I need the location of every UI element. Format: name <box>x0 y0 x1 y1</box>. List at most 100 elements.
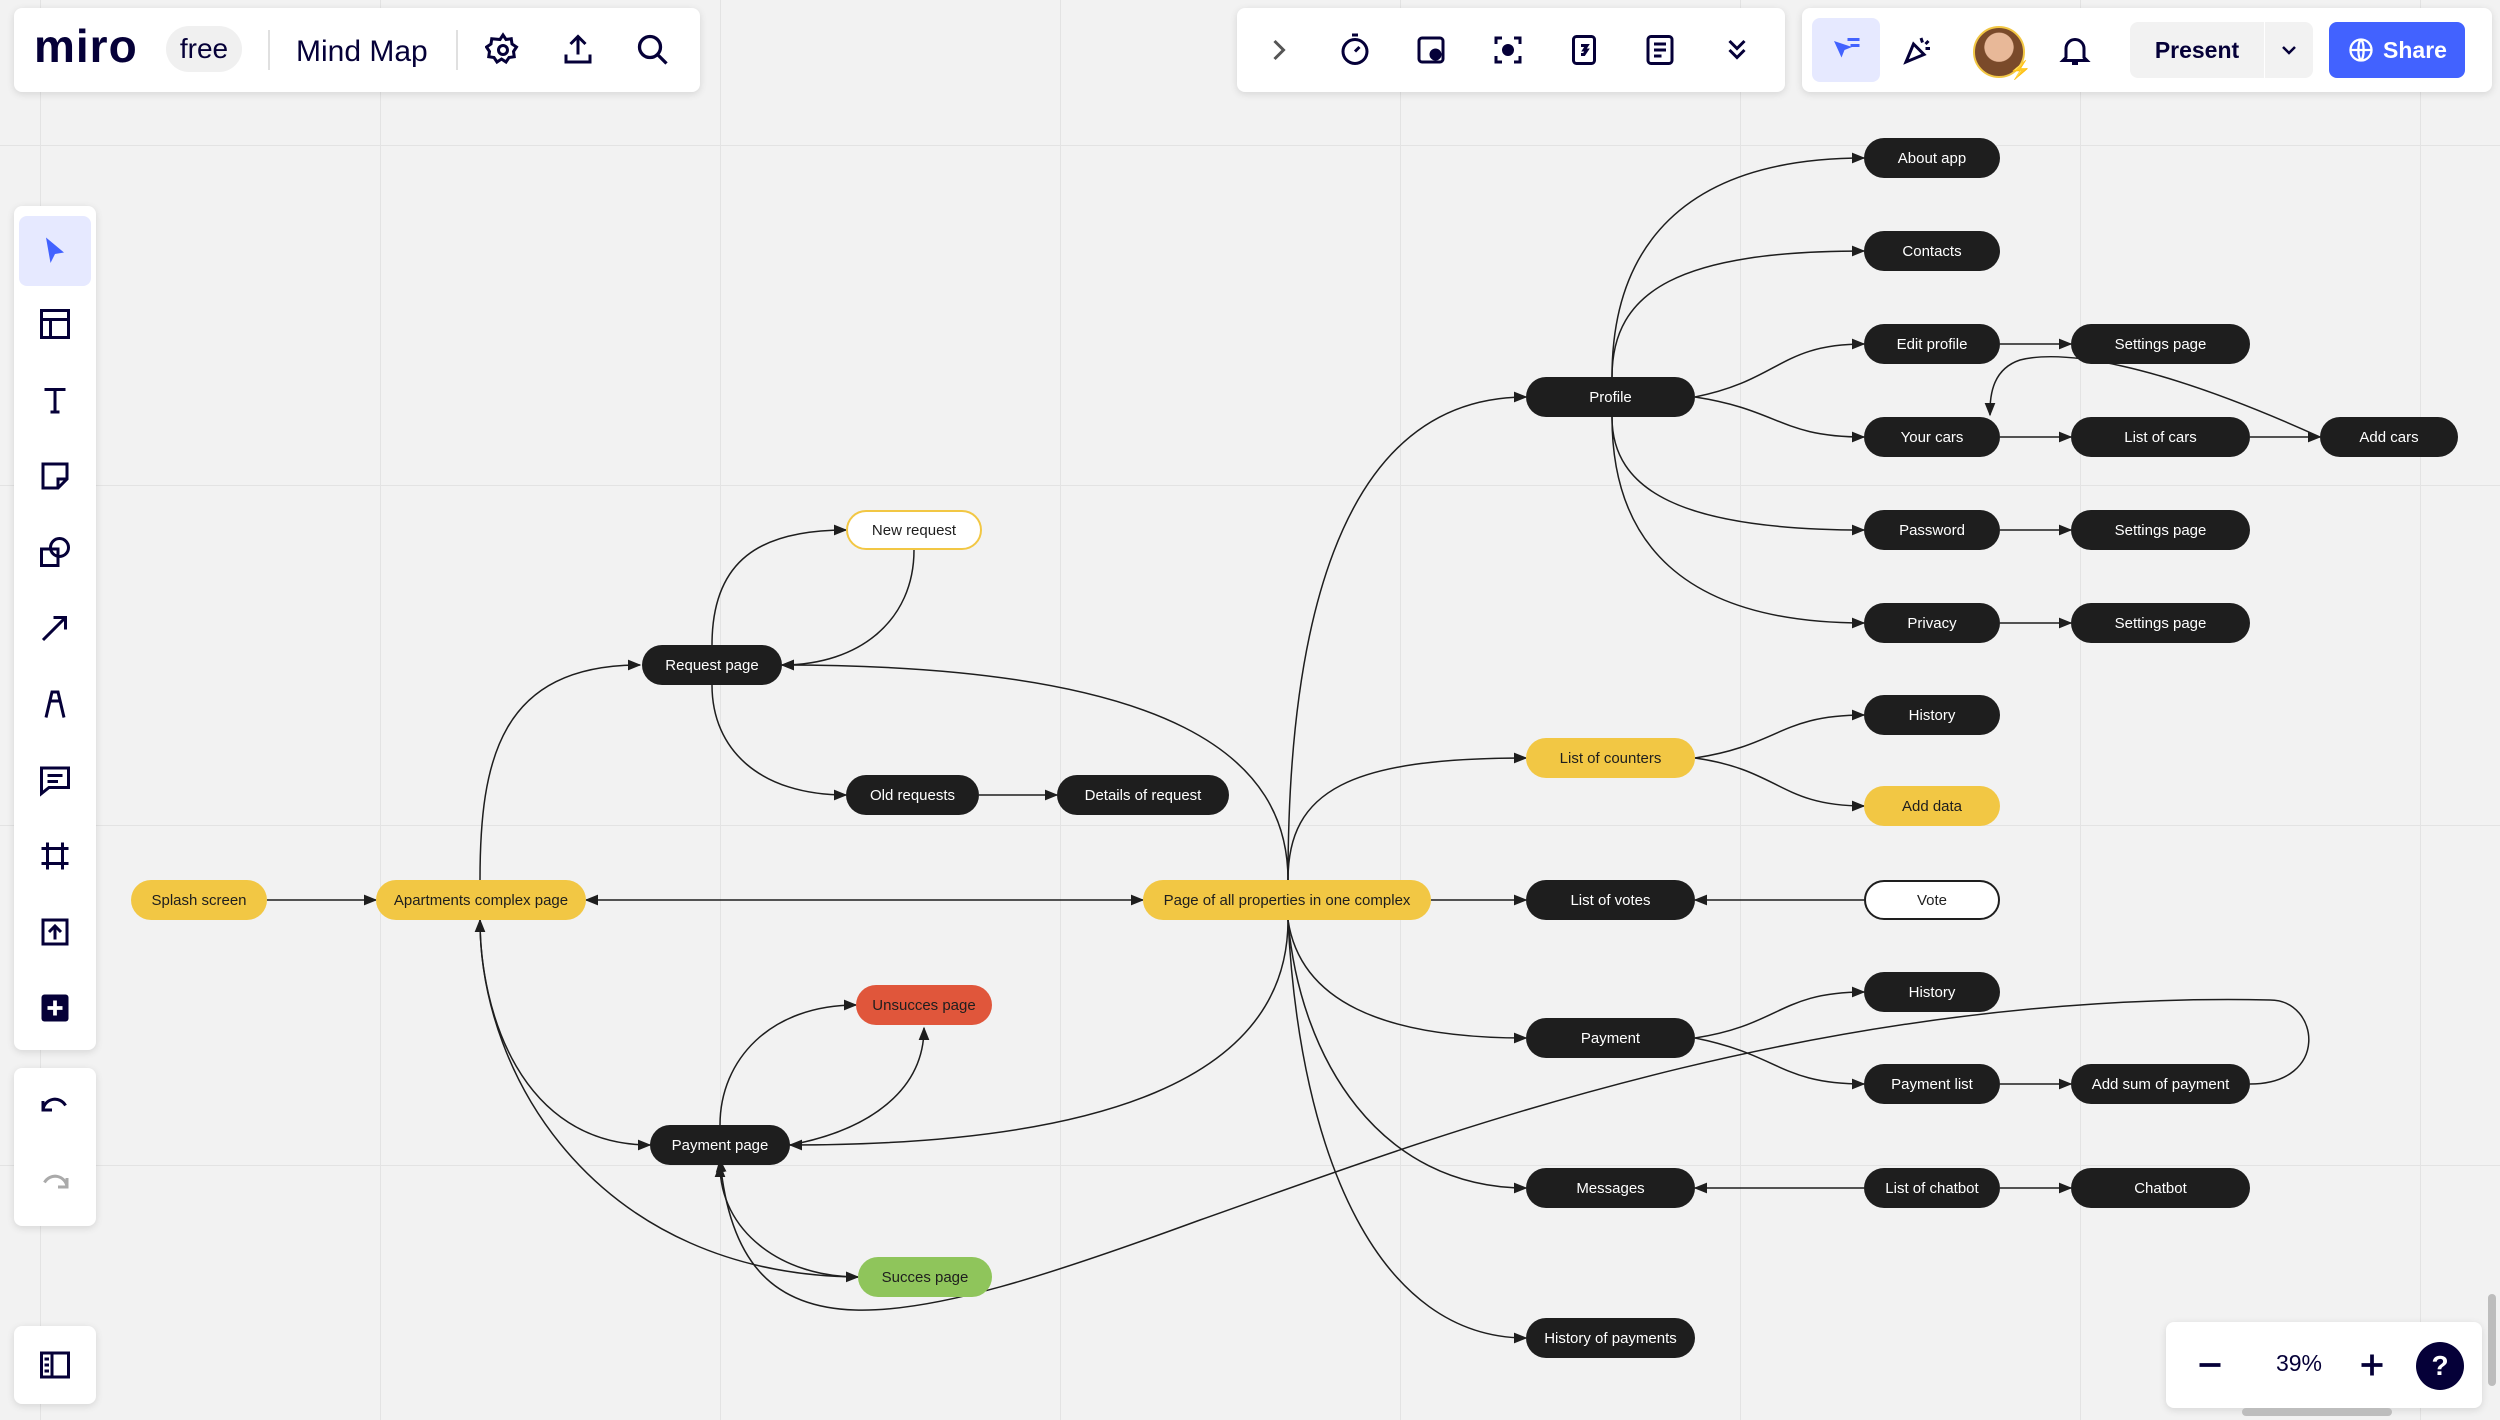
sticky-note-tool[interactable] <box>27 448 83 504</box>
avatar[interactable] <box>1973 26 2025 78</box>
node-add-cars[interactable]: Add cars <box>2320 417 2458 457</box>
sidebar-button[interactable] <box>27 1337 83 1393</box>
top-right-panel: ⚡ Present Share <box>1802 8 2492 92</box>
edge <box>1611 245 1866 378</box>
miro-logo[interactable]: miro <box>34 20 138 72</box>
node-payment-list[interactable]: Payment list <box>1864 1064 2000 1104</box>
edge <box>1984 356 2321 438</box>
node-history-2[interactable]: History <box>1864 972 2000 1012</box>
frame-icon <box>41 842 69 870</box>
node-apartments-complex[interactable]: Apartments complex page <box>376 880 586 920</box>
node-password[interactable]: Password <box>1864 510 2000 550</box>
chevron-down-icon <box>2282 46 2296 55</box>
sticky-note-icon <box>41 462 69 490</box>
edge <box>715 998 2310 1311</box>
timer-button[interactable] <box>1327 22 1383 78</box>
text-tool[interactable] <box>27 372 83 428</box>
node-profile[interactable]: Profile <box>1526 377 1695 417</box>
node-settings-page-2[interactable]: Settings page <box>2071 510 2250 550</box>
frame-tool[interactable] <box>27 828 83 884</box>
node-history-1[interactable]: History <box>1864 695 2000 735</box>
edge <box>1611 416 1866 629</box>
celebrate-button[interactable] <box>1890 22 1946 78</box>
more-tools-button[interactable] <box>1709 22 1765 78</box>
node-payment-page[interactable]: Payment page <box>650 1125 790 1165</box>
node-new-request[interactable]: New request <box>846 510 982 550</box>
node-request-page[interactable]: Request page <box>642 645 782 685</box>
undo-icon <box>41 1097 67 1112</box>
node-unsucces-page[interactable]: Unsucces page <box>856 985 992 1025</box>
focus-button[interactable] <box>1480 22 1536 78</box>
present-label: Present <box>2154 36 2240 63</box>
node-list-of-counters[interactable]: List of counters <box>1526 738 1695 778</box>
node-old-requests[interactable]: Old requests <box>846 775 979 815</box>
board-panel-toggle[interactable] <box>14 1326 96 1404</box>
notes-button[interactable] <box>1632 22 1688 78</box>
edge <box>479 919 860 1283</box>
shapes-icon <box>40 537 70 567</box>
node-contacts[interactable]: Contacts <box>1864 231 2000 271</box>
templates-tool[interactable] <box>27 296 83 352</box>
node-payment[interactable]: Payment <box>1526 1018 1695 1058</box>
node-about-app[interactable]: About app <box>1864 138 2000 178</box>
undo-button[interactable] <box>27 1082 83 1138</box>
node-settings-page-1[interactable]: Settings page <box>2071 324 2250 364</box>
node-add-data[interactable]: Add data <box>1864 786 2000 826</box>
node-list-of-cars[interactable]: List of cars <box>2071 417 2250 457</box>
undo-redo-panel <box>14 1068 96 1226</box>
edge <box>1694 757 1866 812</box>
present-options-button[interactable] <box>2265 22 2313 78</box>
more-tools[interactable] <box>27 980 83 1036</box>
plan-badge[interactable]: free <box>166 26 242 72</box>
search-button[interactable] <box>625 22 681 78</box>
present-button[interactable]: Present <box>2130 22 2264 78</box>
zoom-panel: 39% ? <box>2166 1322 2482 1408</box>
node-edit-profile[interactable]: Edit profile <box>1864 324 2000 364</box>
node-messages[interactable]: Messages <box>1526 1168 1695 1208</box>
horizontal-scrollbar[interactable] <box>2242 1408 2392 1416</box>
edge <box>1611 416 1866 536</box>
select-tool[interactable] <box>19 216 91 286</box>
templates-icon <box>40 309 70 339</box>
comment-tool[interactable] <box>27 752 83 808</box>
redo-button[interactable] <box>27 1156 83 1212</box>
node-privacy[interactable]: Privacy <box>1864 603 2000 643</box>
help-button[interactable]: ? <box>2416 1342 2464 1390</box>
settings-button[interactable] <box>475 22 531 78</box>
node-all-properties[interactable]: Page of all properties in one complex <box>1143 880 1431 920</box>
comment-icon <box>40 766 70 797</box>
node-splash-screen[interactable]: Splash screen <box>131 880 267 920</box>
edge <box>1694 1037 1866 1090</box>
node-vote[interactable]: Vote <box>1864 880 2000 920</box>
share-button[interactable]: Share <box>2329 22 2465 78</box>
zoom-in-button[interactable] <box>2344 1337 2400 1393</box>
board-title[interactable]: Mind Map <box>296 35 428 68</box>
node-history-of-payments[interactable]: History of payments <box>1526 1318 1695 1358</box>
upload-tool[interactable] <box>27 904 83 960</box>
notifications-button[interactable] <box>2047 22 2103 78</box>
arrow-icon <box>41 616 67 642</box>
export-button[interactable] <box>550 22 606 78</box>
node-chatbot[interactable]: Chatbot <box>2071 1168 2250 1208</box>
pen-tool[interactable] <box>27 676 83 732</box>
edge <box>1287 919 1528 1344</box>
cursor-icon <box>46 237 64 263</box>
node-details-of-request[interactable]: Details of request <box>1057 775 1229 815</box>
node-list-of-chatbot[interactable]: List of chatbot <box>1864 1168 2000 1208</box>
zoom-level[interactable]: 39% <box>2275 1350 2323 1376</box>
calendar-button[interactable] <box>1556 22 1612 78</box>
arrow-tool[interactable] <box>27 600 83 656</box>
expand-tools-button[interactable] <box>1251 22 1307 78</box>
zoom-out-button[interactable] <box>2182 1337 2238 1393</box>
edge <box>1287 919 1528 1194</box>
voting-button[interactable] <box>1403 22 1459 78</box>
vertical-scrollbar[interactable] <box>2488 1294 2496 1386</box>
divider <box>268 30 270 70</box>
shapes-tool[interactable] <box>27 524 83 580</box>
node-list-of-votes[interactable]: List of votes <box>1526 880 1695 920</box>
node-your-cars[interactable]: Your cars <box>1864 417 2000 457</box>
node-succes-page[interactable]: Succes page <box>858 1257 992 1297</box>
cursor-follow-button[interactable] <box>1812 18 1880 82</box>
node-add-sum-of-payment[interactable]: Add sum of payment <box>2071 1064 2250 1104</box>
node-settings-page-3[interactable]: Settings page <box>2071 603 2250 643</box>
